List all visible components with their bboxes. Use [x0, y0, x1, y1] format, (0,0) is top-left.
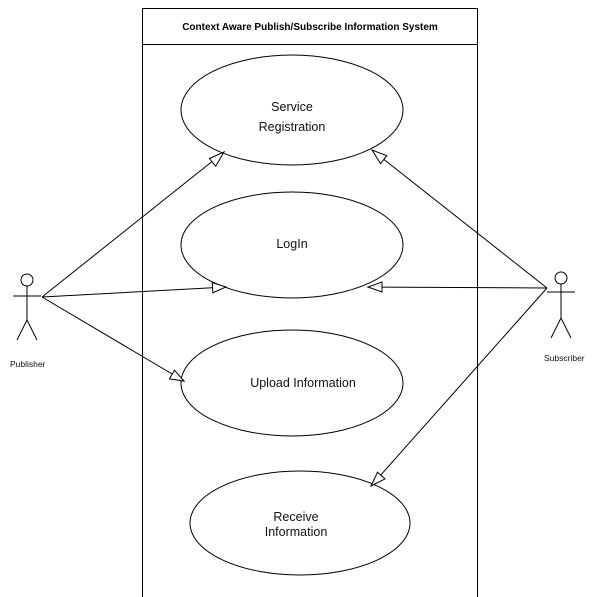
login-ellipse [180, 191, 404, 299]
arrowhead-service-registration-left [208, 150, 226, 168]
actor-subscriber: Subscriber [544, 271, 585, 363]
assoc-publisher-upload-information [41, 296, 185, 382]
assoc-publisher-service-registration [41, 151, 225, 298]
receive-information-label-line1: Receive [273, 510, 318, 524]
service-registration-label-line2: Registration [259, 120, 326, 134]
arrowhead-login-left [211, 282, 228, 294]
arrowhead-service-registration-right [370, 148, 388, 165]
actor-publisher: Publisher [10, 273, 46, 369]
system-title: Context Aware Publish/Subscribe Informat… [182, 22, 438, 33]
system-boundary: Context Aware Publish/Subscribe Informat… [142, 8, 478, 597]
use-case-receive-information: Receive Information [189, 470, 411, 576]
associations [41, 149, 548, 487]
subscriber-head [554, 271, 568, 285]
publisher-left-leg [16, 319, 28, 341]
publisher-head [20, 273, 34, 287]
arrowhead-login-right [366, 281, 383, 293]
subscriber-stick-figure-icon [547, 271, 575, 339]
assoc-subscriber-service-registration [371, 149, 548, 289]
publisher-label: Publisher [10, 359, 46, 369]
receive-information-ellipse [189, 470, 411, 576]
subscriber-label: Subscriber [544, 353, 585, 363]
subscriber-right-leg [560, 317, 572, 339]
arrowheads [168, 148, 388, 488]
receive-information-label-line2: Information [265, 525, 328, 539]
use-case-service-registration: Service Registration [180, 54, 404, 166]
assoc-subscriber-receive-information [370, 287, 548, 487]
use-case-login: LogIn [180, 191, 404, 299]
assoc-publisher-login [41, 286, 227, 298]
arrowhead-receive-information [369, 471, 386, 488]
publisher-stick-figure-icon [13, 273, 41, 341]
subscriber-left-leg [550, 317, 562, 339]
upload-information-ellipse [180, 329, 404, 437]
service-registration-ellipse [180, 54, 404, 166]
system-boundary-frame [142, 8, 478, 597]
assoc-subscriber-login [367, 286, 548, 289]
use-case-upload-information: Upload Information [180, 329, 404, 437]
service-registration-label-line1: Service [271, 100, 313, 114]
arrowhead-upload-information [168, 369, 186, 382]
upload-information-label: Upload Information [250, 376, 356, 390]
login-label: LogIn [276, 237, 307, 251]
publisher-right-leg [26, 319, 38, 341]
